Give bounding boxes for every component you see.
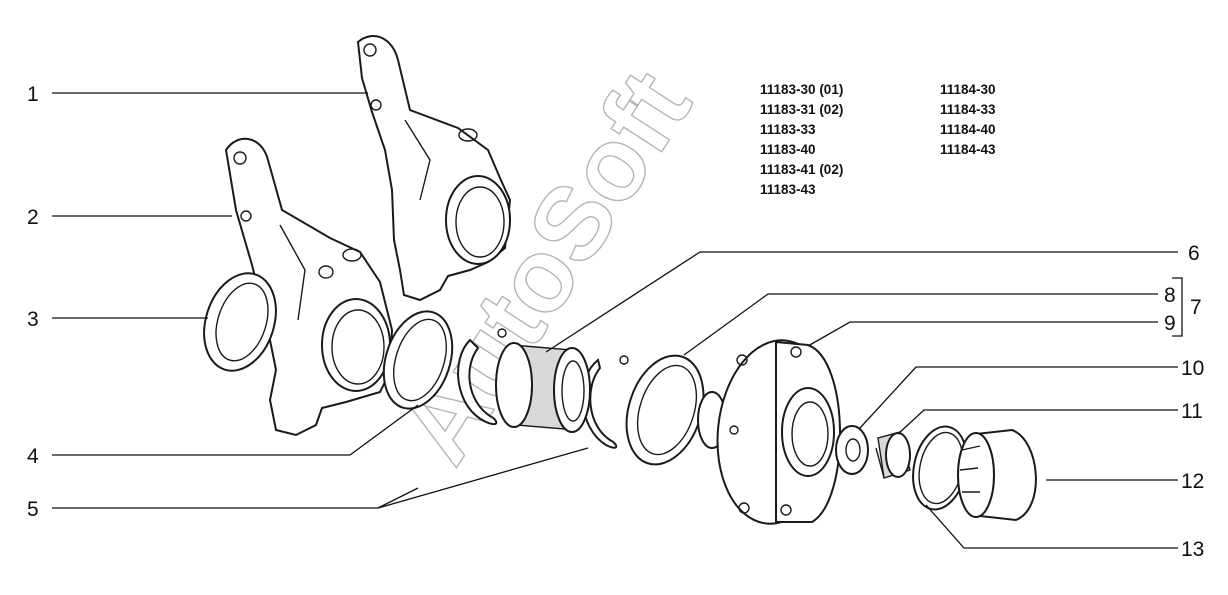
model-right-1: 11184-30: [940, 82, 996, 97]
part-3-seal-ring: [203, 272, 277, 372]
part-11-nut: [875, 431, 911, 479]
model-left-3: 11183-33: [760, 122, 816, 137]
callout-2: 2: [27, 206, 39, 229]
callout-12: 12: [1181, 470, 1204, 493]
callout-13: 13: [1181, 538, 1204, 561]
model-left-4: 11183-40: [760, 142, 816, 157]
callout-4: 4: [27, 445, 39, 468]
part-6-bearing: [495, 342, 591, 433]
callout-5: 5: [27, 498, 39, 521]
part-1-steering-knuckle: [356, 35, 512, 302]
part-9-hub: [697, 339, 841, 525]
model-left-1: 11183-30 (01): [760, 82, 843, 97]
callout-8: 8: [1164, 284, 1176, 307]
model-list-left: 11183-30 (01) 11183-31 (02) 11183-33 111…: [760, 82, 843, 197]
callout-labels: 1 2 3 4 5 6 8 7 9 10 11 12 13: [27, 83, 1204, 561]
model-left-5: 11183-41 (02): [760, 162, 843, 177]
callout-10: 10: [1181, 357, 1204, 380]
model-list-right: 11184-30 11184-33 11184-40 11184-43: [940, 82, 996, 157]
callout-11: 11: [1181, 400, 1203, 423]
model-right-3: 11184-40: [940, 122, 996, 137]
callout-3: 3: [27, 308, 39, 331]
part-12-cap: [957, 428, 1037, 522]
leader-lines: [52, 92, 1183, 549]
model-right-2: 11184-33: [940, 102, 996, 117]
callout-7: 7: [1190, 296, 1202, 319]
callout-1: 1: [27, 83, 39, 106]
callout-9: 9: [1164, 312, 1176, 335]
model-left-2: 11183-31 (02): [760, 102, 843, 117]
callout-6: 6: [1188, 242, 1200, 265]
part-4-ring: [382, 310, 454, 410]
model-left-6: 11183-43: [760, 182, 816, 197]
part-10-washer: [835, 425, 869, 475]
part-2-steering-knuckle: [224, 137, 394, 437]
part-5-retaining-ring-a: [457, 328, 507, 426]
model-right-4: 11184-43: [940, 142, 996, 157]
